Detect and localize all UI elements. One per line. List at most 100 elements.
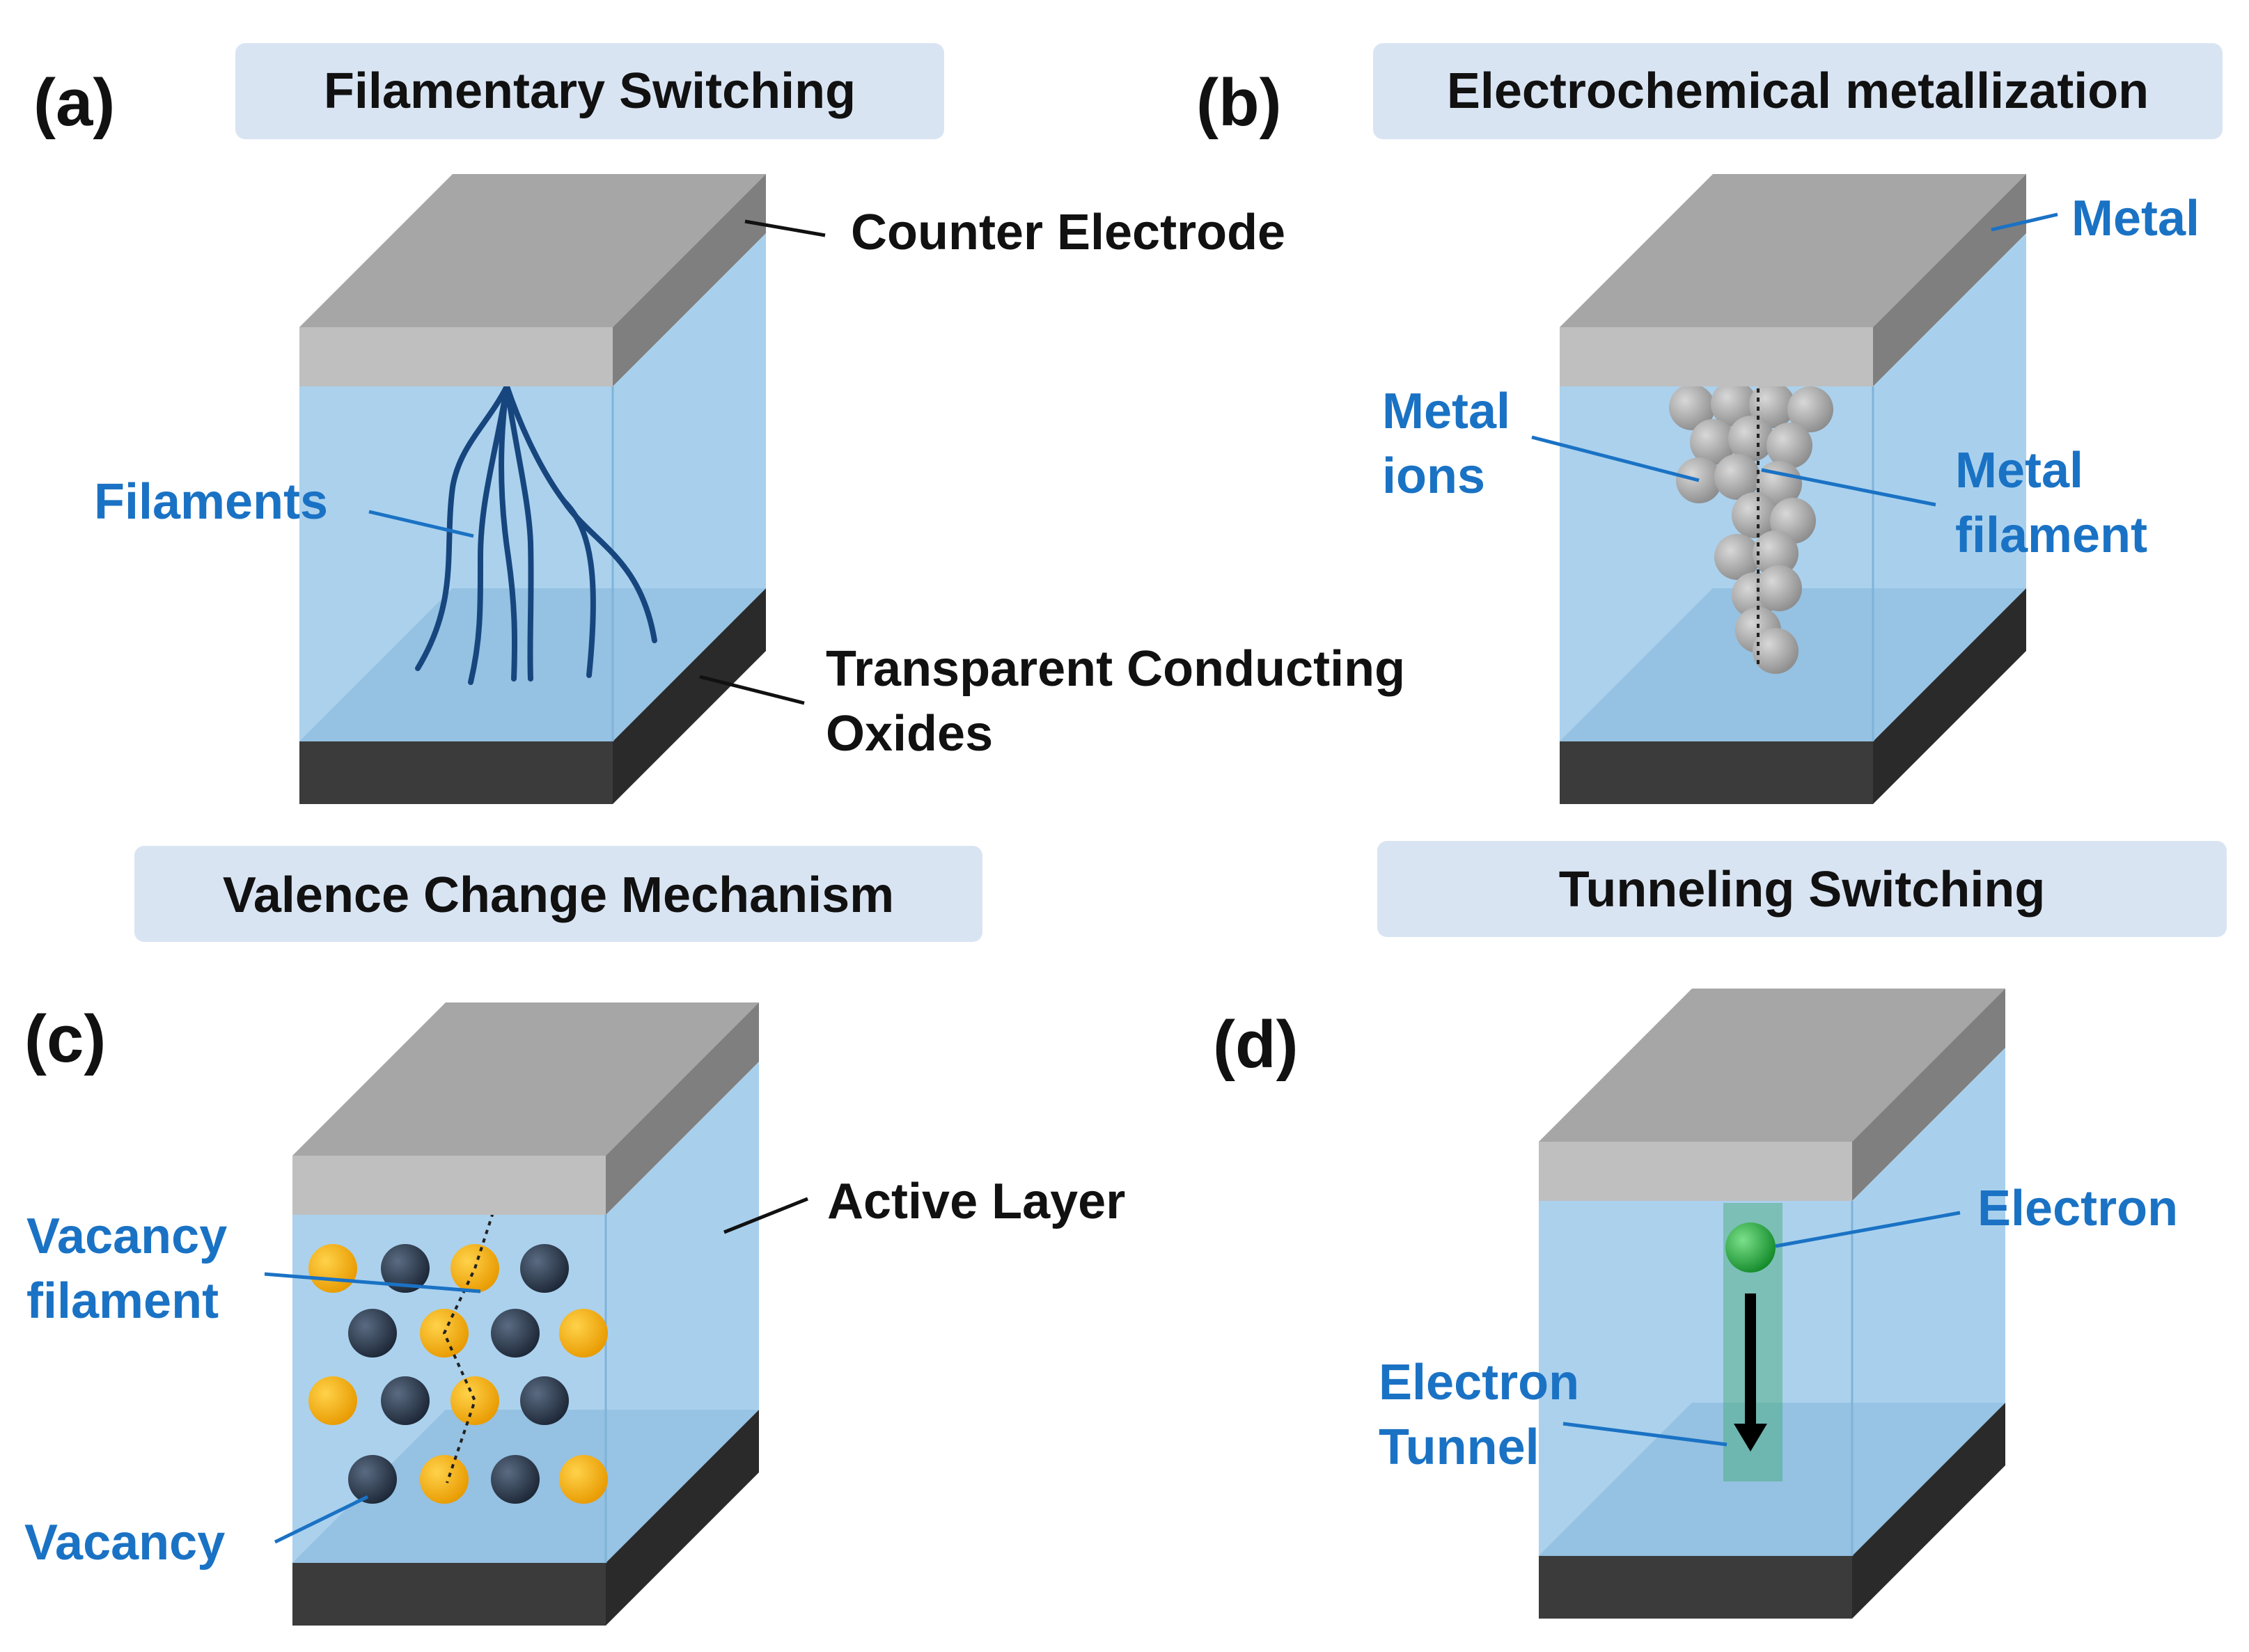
tco-leader [699,675,805,705]
active-layer-front-d [1539,1201,1852,1556]
vacancy-lattice [308,1244,608,1504]
top-electrode-top-c [292,1002,759,1156]
metal-ion [1749,382,1795,428]
panel-d-title-box [1377,841,2227,937]
oxygen-vacancy [559,1309,608,1358]
substrate-side-b [1873,588,2026,804]
substrate-front-a [299,741,613,804]
top-electrode-front-c [292,1156,606,1215]
tco-label-line1: Transparent Conducting [826,641,1405,697]
lattice-ion [491,1309,540,1358]
substrate-front-d [1539,1556,1852,1619]
vacancy-filament-path [442,1212,494,1484]
substrate-side-c [606,1410,759,1626]
metal-ion [1711,381,1757,427]
oxygen-vacancy [308,1376,357,1425]
metal-ion [1753,628,1799,674]
tunneling-arrow-head [1734,1424,1767,1452]
device-c [292,1002,759,1626]
panel-c-title: Valence Change Mechanism [223,867,894,923]
panel-d: Tunneling Switching (d) Electron Electro… [1213,841,2227,1619]
active-layer-front-a [299,386,613,741]
filament-1 [415,384,510,671]
panel-d-label: (d) [1213,1007,1299,1082]
panel-b-title-box [1373,43,2223,139]
electron [1725,1222,1776,1273]
oxygen-vacancy [308,1244,357,1293]
metal-ion [1732,492,1778,538]
metal-ions-label-line1: Metal [1382,384,1510,439]
metal-ion [1728,416,1774,462]
vacancy-filament-label-line1: Vacancy [26,1209,227,1264]
lattice-ion [348,1309,397,1358]
top-electrode-top-a [299,174,766,327]
filament-6 [561,498,657,643]
active-layer-label: Active Layer [827,1174,1125,1229]
metal-ions-label-line2: ions [1382,448,1485,504]
metal-ions-cluster [1669,381,1833,674]
metal-label: Metal [2071,191,2200,246]
electron-tunnel-leader [1562,1422,1727,1447]
metal-leader [1991,212,2058,232]
metal-ions-leader [1531,435,1700,482]
electron-tunnel-label-line1: Electron [1379,1355,1579,1410]
panel-a: (a) Filamentary Switching [33,43,1405,804]
active-layer-side-b [1873,233,2026,741]
panel-d-title: Tunneling Switching [1559,862,2046,918]
top-electrode-top-b [1560,174,2026,327]
tco-label-line2: Oxides [826,706,993,762]
lattice-ion [348,1455,397,1504]
filaments-leader [368,510,474,538]
active-layer-side-d [1852,1048,2005,1556]
substrate-front-b [1560,741,1873,804]
top-electrode-top-d [1539,989,2005,1142]
metal-filament-leader [1761,468,1936,507]
metal-ion [1787,386,1833,432]
top-electrode-front-d [1539,1142,1852,1201]
metal-ion [1756,565,1802,611]
active-layer-leader [723,1197,808,1234]
vacancy-label: Vacancy [24,1515,225,1571]
metal-ion [1766,423,1812,469]
counter-electrode-leader [744,219,826,237]
counter-electrode-label: Counter Electrode [851,205,1285,260]
top-electrode-side-d [1852,989,2005,1201]
vacancy-filament-label-line2: filament [26,1273,219,1329]
device-d [1539,989,2005,1619]
metal-ion [1690,419,1736,465]
oxygen-vacancy [420,1455,469,1504]
metal-ion [1714,454,1760,500]
panel-b-label: (b) [1196,65,1282,140]
metal-ion [1753,530,1799,576]
panel-b: (b) Electrochemical metallization [1196,43,2223,804]
device-a [299,174,766,804]
panel-b-title: Electrochemical metallization [1447,63,2149,119]
electron-leader [1775,1211,1961,1248]
electron-label: Electron [1977,1181,2178,1236]
active-layer-side-c [606,1062,759,1563]
lattice-ion [491,1455,540,1504]
lattice-ion [381,1244,430,1293]
top-electrode-side-a [613,174,766,386]
top-electrode-side-b [1873,174,2026,386]
top-electrode-side-c [606,1002,759,1215]
lattice-ion [381,1376,430,1425]
filament-3 [498,384,518,682]
lattice-ion [520,1244,569,1293]
oxygen-vacancy [559,1455,608,1504]
oxygen-vacancy [450,1244,499,1293]
oxygen-vacancy [450,1376,499,1425]
top-electrode-front-a [299,327,613,386]
panel-a-label: (a) [33,65,115,140]
panel-a-title-box [235,43,944,139]
top-electrode-front-b [1560,327,1873,386]
electron-tunnel-label-line2: Tunnel [1379,1419,1539,1475]
metal-ion [1669,384,1715,430]
substrate-side-a [613,588,766,804]
filaments-label: Filaments [94,474,328,530]
metal-filament-label-line2: filament [1955,508,2147,563]
metal-filament-label-line1: Metal [1955,443,2083,498]
panel-c-label: (c) [24,1002,106,1076]
lattice-ion [520,1376,569,1425]
substrate-side-d [1852,1403,2005,1619]
